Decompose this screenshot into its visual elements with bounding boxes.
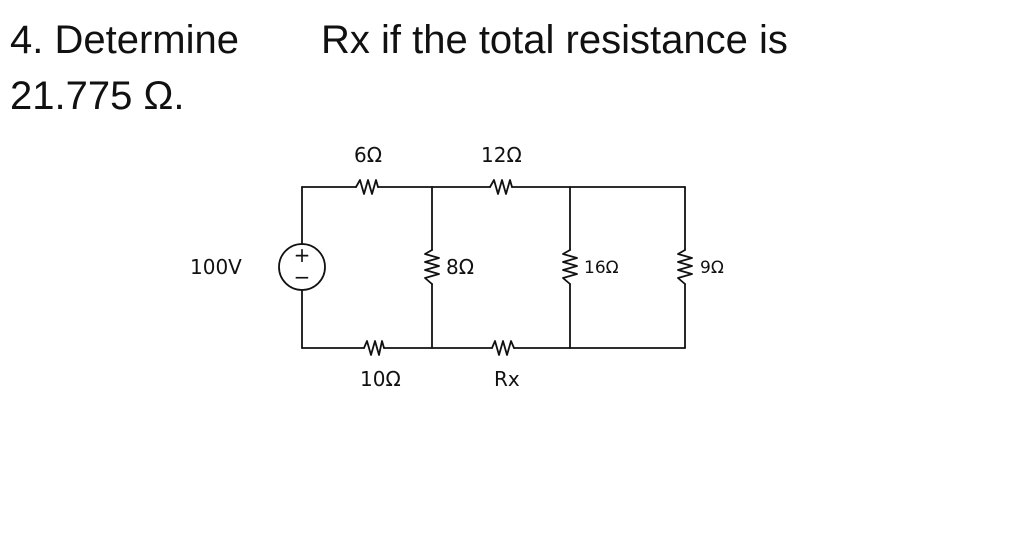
resistor-6-ohm-zigzag xyxy=(355,179,379,195)
question-part-3: 21.775 Ω. xyxy=(10,74,185,118)
resistor-8-ohm: 8Ω xyxy=(424,249,474,285)
resistor-16-ohm-label: 16Ω xyxy=(584,258,619,278)
resistor-9-ohm: 9Ω xyxy=(677,249,724,285)
resistor-16-ohm-zigzag xyxy=(562,249,578,285)
resistor-16-ohm: 16Ω xyxy=(562,249,619,285)
voltage-source: + − 100V xyxy=(190,243,326,291)
resistor-6-ohm-label: 6Ω xyxy=(354,143,382,167)
resistor-10-ohm-label: 10Ω xyxy=(360,367,401,391)
voltage-source-circle xyxy=(278,243,326,291)
resistor-8-ohm-zigzag xyxy=(424,249,440,285)
resistor-12-ohm-zigzag xyxy=(489,179,513,195)
question-part-1: 4. Determine xyxy=(10,18,239,62)
resistor-12-ohm: 12Ω xyxy=(481,143,522,195)
question-text: 4. Determine Rx if the total resistance i… xyxy=(10,12,1010,124)
source-plus-sign: + xyxy=(294,243,311,267)
resistor-9-ohm-zigzag xyxy=(677,249,693,285)
resistor-12-ohm-label: 12Ω xyxy=(481,143,522,167)
resistor-rx: Rx xyxy=(491,340,520,391)
resistor-9-ohm-label: 9Ω xyxy=(700,258,724,278)
branch-wires xyxy=(431,186,686,349)
question-part-2: Rx if the total resistance is xyxy=(320,18,788,62)
resistor-6-ohm: 6Ω xyxy=(354,143,382,195)
source-minus-sign: − xyxy=(294,265,311,289)
resistor-10-ohm: 10Ω xyxy=(360,340,401,391)
resistor-rx-label: Rx xyxy=(494,367,520,391)
resistor-8-ohm-label: 8Ω xyxy=(446,255,474,279)
resistor-rx-zigzag xyxy=(491,340,515,356)
source-voltage-label: 100V xyxy=(190,255,242,279)
resistor-10-ohm-zigzag xyxy=(363,340,385,356)
